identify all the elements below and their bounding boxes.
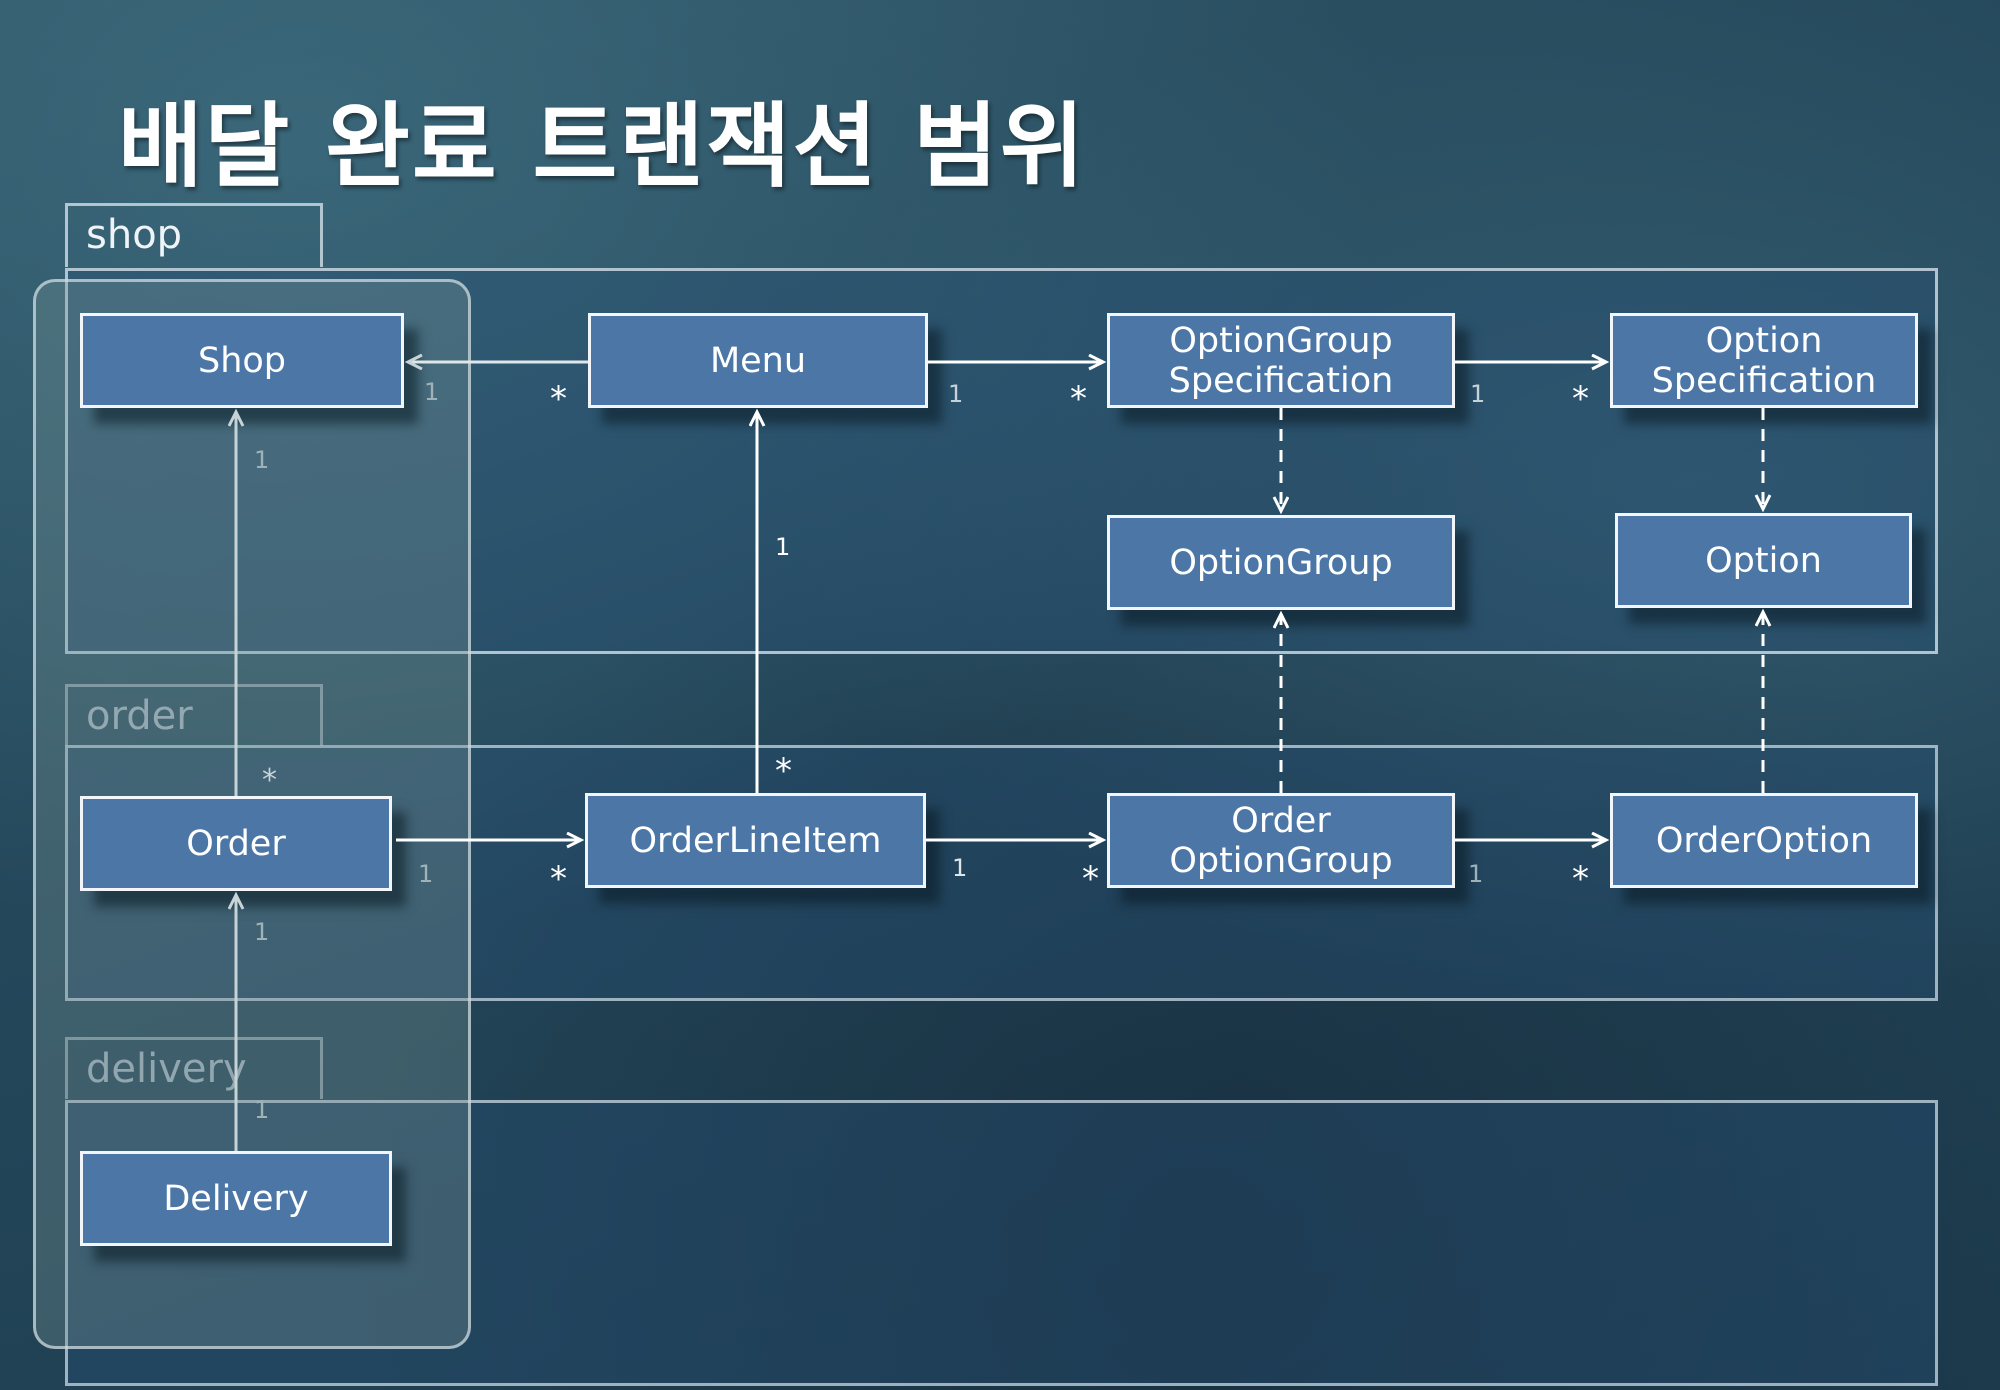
mult-ogs-os-many: *: [1572, 379, 1589, 419]
mult-menu-option-group-spec-1: 1: [948, 380, 963, 408]
package-tab-delivery: delivery: [65, 1037, 323, 1099]
class-option-specification-line2: Specification: [1651, 360, 1877, 401]
class-menu-label: Menu: [709, 340, 807, 381]
class-option-group-label: OptionGroup: [1169, 542, 1393, 583]
mult-order-shop-many: *: [262, 763, 277, 798]
class-option-specification-line1: Option: [1705, 320, 1823, 361]
mult-oog-oo-1: 1: [1468, 860, 1483, 888]
mult-menu-option-group-spec-many: *: [1070, 379, 1087, 419]
mult-oli-oog-1: 1: [952, 854, 967, 882]
class-order-option[interactable]: OrderOption: [1610, 793, 1918, 888]
class-order-line-item[interactable]: OrderLineItem: [585, 793, 926, 888]
class-delivery[interactable]: Delivery: [80, 1151, 392, 1246]
class-shop-label: Shop: [197, 340, 287, 381]
mult-menu-shop: *: [550, 379, 567, 419]
class-order-line-item-label: OrderLineItem: [629, 820, 882, 861]
class-delivery-label: Delivery: [163, 1178, 309, 1219]
mult-menu-oli-1: 1: [775, 533, 790, 561]
class-option-group-specification-line1: OptionGroup: [1169, 320, 1393, 361]
mult-order-oli-many: *: [550, 859, 567, 899]
class-option-group-specification-line2: Specification: [1168, 360, 1394, 401]
class-option-label: Option: [1705, 540, 1822, 581]
package-tab-order: order: [65, 684, 323, 746]
mult-oli-oog-many: *: [1082, 859, 1099, 899]
class-shop[interactable]: Shop: [80, 313, 404, 408]
class-order[interactable]: Order: [80, 796, 392, 891]
mult-shop-menu: 1: [424, 378, 439, 406]
class-order-option-group-line1: Order: [1231, 800, 1331, 841]
class-option-group[interactable]: OptionGroup: [1107, 515, 1455, 610]
package-tab-shop: shop: [65, 203, 323, 267]
mult-delivery-order-1: 1: [254, 1096, 269, 1124]
mult-oli-menu-many: *: [775, 751, 792, 791]
class-order-label: Order: [186, 823, 286, 864]
class-option[interactable]: Option: [1615, 513, 1912, 608]
class-order-option-label: OrderOption: [1655, 820, 1873, 861]
mult-oog-oo-many: *: [1572, 859, 1589, 899]
mult-order-delivery-1: 1: [254, 918, 269, 946]
class-order-option-group-line2: OptionGroup: [1169, 840, 1393, 881]
class-option-group-specification[interactable]: OptionGroup Specification: [1107, 313, 1455, 408]
mult-shop-order-1: 1: [254, 446, 269, 474]
slide-title: 배달 완료 트랜잭션 범위: [118, 93, 1087, 200]
class-menu[interactable]: Menu: [588, 313, 928, 408]
class-option-specification[interactable]: Option Specification: [1610, 313, 1918, 408]
class-order-option-group[interactable]: Order OptionGroup: [1107, 793, 1455, 888]
mult-order-oli-1: 1: [418, 860, 433, 888]
mult-ogs-os-1: 1: [1470, 380, 1485, 408]
